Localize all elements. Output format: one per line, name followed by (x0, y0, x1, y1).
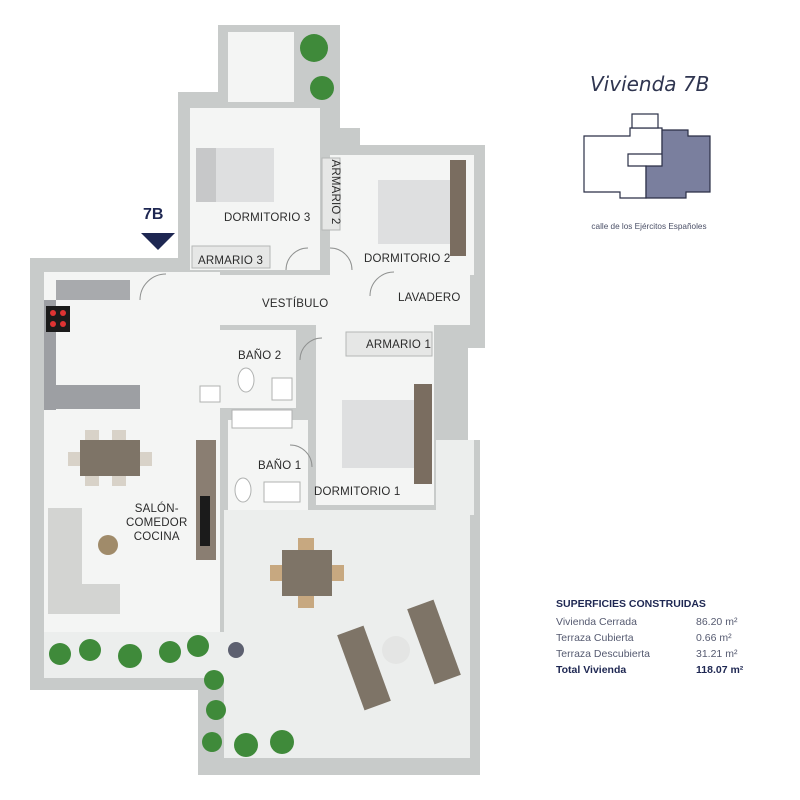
room-label-dormitorio-2: DORMITORIO 2 (364, 253, 451, 265)
surfaces-row-value: 31.21 m² (696, 648, 738, 660)
bed-dormitorio-1 (342, 384, 432, 484)
sofa (48, 508, 120, 614)
surfaces-row-label: Vivienda Cerrada (556, 616, 637, 628)
surfaces-row-value: 0.66 m² (696, 632, 732, 644)
surfaces-row-label: Terraza Cubierta (556, 632, 634, 644)
wardrobe-3 (191, 245, 271, 269)
terrace-table (270, 538, 344, 608)
surfaces-row: Vivienda Cerrada 86.20 m² (556, 616, 746, 628)
key-plan (583, 113, 711, 199)
address: calle de los Ejércitos Españoles (591, 222, 707, 231)
surfaces-total-row: Total Vivienda 118.07 m² (556, 664, 746, 676)
surfaces-row: Terraza Cubierta 0.66 m² (556, 632, 746, 644)
room-label-salon: SALÓN- COMEDOR COCINA (126, 502, 187, 544)
surfaces-row-value: 86.20 m² (696, 616, 738, 628)
key-plan-other-units (583, 127, 663, 199)
room-label-armario-3: ARMARIO 3 (198, 255, 264, 267)
room-label-salon-line-1: SALÓN- (134, 503, 179, 515)
parasol (382, 636, 410, 664)
unit-marker-arrow (141, 233, 175, 250)
surfaces-total-label: Total Vivienda (556, 664, 627, 676)
coffee-table (98, 535, 118, 555)
room-label-bano-1: BAÑO 1 (258, 460, 302, 472)
room-label-armario-2: ARMARIO 2 (329, 159, 341, 225)
room-label-salon-line-2: COMEDOR (126, 517, 188, 529)
key-plan-unit-7b (645, 129, 711, 199)
room-label-bano-2: BAÑO 2 (238, 350, 282, 362)
bathroom-fixtures (199, 367, 301, 503)
room-label-salon-line-3: COCINA (133, 531, 180, 543)
cooktop-icon (46, 306, 70, 332)
surfaces-row: Terraza Descubierta 31.21 m² (556, 648, 746, 660)
bed-dormitorio-2 (378, 160, 466, 256)
dining-table (68, 430, 152, 486)
column (228, 642, 244, 658)
surfaces-title: SUPERFICIES CONSTRUIDAS (556, 598, 706, 610)
room-label-lavadero: LAVADERO (398, 292, 461, 304)
sun-loungers (337, 599, 461, 711)
plants (49, 34, 334, 757)
room-label-armario-1: ARMARIO 1 (366, 339, 432, 351)
wardrobe-1 (345, 331, 433, 357)
room-label-dormitorio-3: DORMITORIO 3 (224, 212, 311, 224)
room-label-dormitorio-1: DORMITORIO 1 (314, 486, 401, 498)
surfaces-table: SUPERFICIES CONSTRUIDAS Vivienda Cerrada… (556, 598, 746, 680)
door-swings (139, 247, 395, 468)
surfaces-total-value: 118.07 m² (696, 664, 744, 676)
bed-dormitorio-3 (196, 148, 274, 202)
unit-marker-label: 7B (143, 206, 164, 223)
surfaces-row-label: Terraza Descubierta (556, 648, 650, 660)
room-label-vestibulo: VESTÍBULO (262, 298, 329, 310)
wardrobe-2 (321, 157, 341, 231)
unit-title: Vivienda 7B (590, 72, 710, 96)
